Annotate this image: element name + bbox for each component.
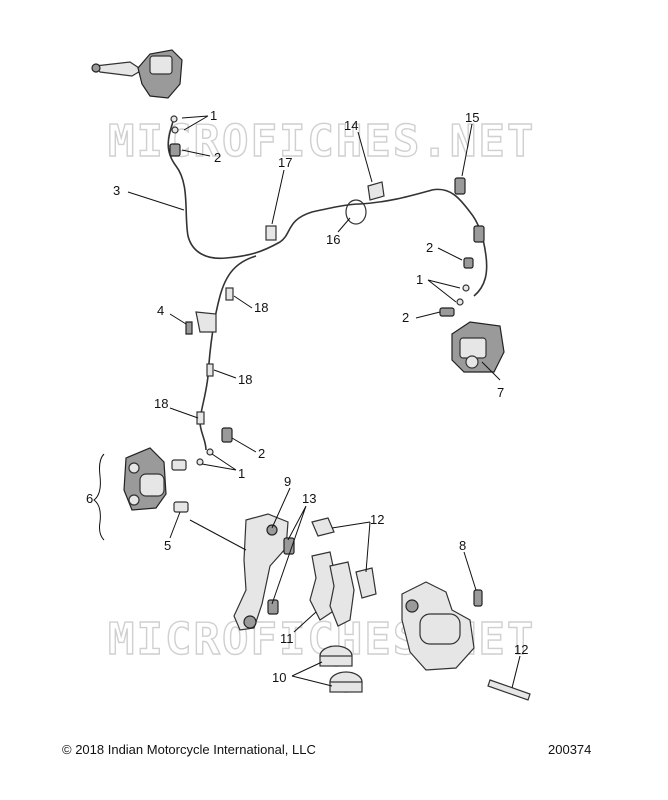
callout-11: 11	[280, 631, 294, 646]
bracket-4	[195, 311, 217, 333]
washer-1b	[171, 126, 179, 134]
banjo-bolt-2b	[463, 257, 474, 269]
clamp-16	[345, 199, 367, 225]
leader-2a	[181, 149, 211, 157]
caliper-assembly-6	[123, 447, 167, 511]
callout-18-top: 18	[254, 300, 268, 315]
leader-2d	[231, 437, 257, 453]
callout-12-pin: 12	[514, 642, 528, 657]
leader-1b	[427, 279, 461, 303]
pistons-10	[319, 645, 363, 693]
callout-15: 15	[465, 110, 479, 125]
leader-15	[461, 123, 473, 177]
copyright-text: © 2018 Indian Motorcycle International, …	[62, 742, 316, 757]
leader-5	[169, 511, 181, 539]
leader-16	[337, 217, 351, 233]
callout-10: 10	[272, 670, 286, 685]
callout-7: 7	[497, 385, 504, 400]
bracket-14	[367, 181, 385, 201]
leader-11	[293, 611, 317, 633]
banjo-bolt-2d	[221, 427, 233, 443]
clip-12b	[355, 567, 377, 599]
leader-2b	[437, 247, 463, 261]
callout-2-caliper: 2	[258, 446, 265, 461]
brake-line-to-abs	[359, 188, 488, 297]
leader-17	[271, 169, 285, 225]
brace-6	[93, 453, 105, 541]
clip-12a	[311, 517, 335, 537]
line-clip-17	[265, 225, 277, 241]
callout-16: 16	[326, 232, 340, 247]
line-clip-18a	[225, 287, 234, 301]
callout-1-caliper: 1	[238, 466, 245, 481]
brake-line-3	[167, 117, 361, 260]
abs-line-junction	[473, 225, 485, 243]
washer-1d	[456, 298, 464, 306]
callout-14: 14	[344, 118, 358, 133]
leader-12a	[331, 521, 371, 573]
callout-3: 3	[113, 183, 120, 198]
leader-1c	[201, 453, 237, 471]
line-clip-18c	[196, 411, 205, 425]
leader-3	[127, 191, 185, 211]
bolt-4	[185, 321, 193, 335]
line-clip-18b	[206, 363, 214, 377]
watermark-top: MICROFICHES.NET	[108, 116, 535, 167]
callout-9: 9	[284, 474, 291, 489]
callout-4: 4	[157, 303, 164, 318]
diagram-id: 200374	[548, 742, 592, 757]
leader-9	[271, 487, 291, 529]
bleeder-8	[473, 589, 483, 607]
pin-12	[487, 679, 531, 701]
brake-pad-11b	[329, 561, 355, 627]
washer-1c	[462, 284, 470, 292]
callout-13: 13	[302, 491, 316, 506]
leader-4	[169, 313, 187, 325]
abs-module-7	[451, 321, 505, 373]
caliper-bracket-9	[233, 513, 295, 631]
banjo-bolt-2a	[169, 143, 181, 157]
callout-8: 8	[459, 538, 466, 553]
callout-1-abs: 1	[416, 272, 423, 287]
caliper-body	[401, 581, 475, 671]
brake-line-18	[199, 255, 257, 451]
fitting-15	[454, 177, 466, 195]
leader-14	[357, 131, 373, 183]
leader-7	[481, 361, 501, 381]
leader-13	[271, 505, 307, 605]
banjo-bolt-2c	[439, 307, 455, 317]
callout-5: 5	[164, 538, 171, 553]
callout-12-clips: 12	[370, 512, 384, 527]
leader-18c	[169, 407, 199, 419]
washer-1f	[196, 458, 204, 466]
callout-18-middle: 18	[238, 372, 252, 387]
callout-17: 17	[278, 155, 292, 170]
callout-6: 6	[86, 491, 93, 506]
leader-18a	[233, 295, 253, 309]
callout-1: 1	[210, 108, 217, 123]
callout-18-bottom: 18	[154, 396, 168, 411]
washer-1e	[206, 448, 214, 456]
leader-12b	[511, 655, 521, 689]
master-cylinder-lever	[91, 49, 183, 99]
washer-1a	[170, 115, 178, 123]
callout-2-abs-bottom: 2	[402, 310, 409, 325]
brake-pad-11	[309, 551, 337, 621]
pin-5b	[173, 501, 189, 513]
callout-2-abs-top: 2	[426, 240, 433, 255]
callout-2: 2	[214, 150, 221, 165]
leader-18b	[213, 369, 237, 379]
leader-1a	[181, 115, 209, 131]
leader-long-6	[189, 519, 247, 551]
leader-8	[463, 551, 477, 591]
leader-2c	[415, 311, 441, 319]
leader-10	[291, 661, 333, 687]
pin-5a	[171, 459, 187, 471]
